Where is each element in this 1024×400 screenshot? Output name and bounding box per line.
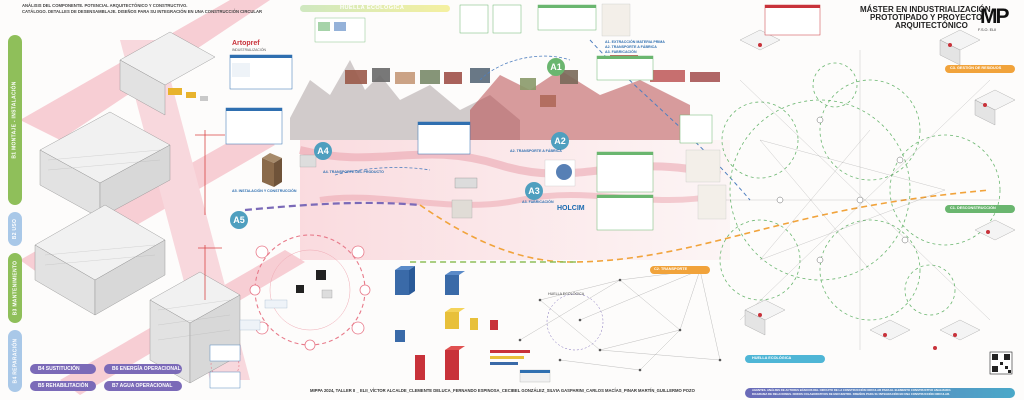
top-cards (314, 3, 631, 43)
sidebar-tab-b4[interactable]: B4 REPARACIÓN (8, 330, 22, 392)
building-grid (44, 149, 231, 341)
master-logo-sub: F.S.O. ELII (978, 28, 997, 32)
map-region (290, 60, 730, 260)
master-title-line-1: MÁSTER EN INDUSTRIALIZACIÓN (860, 5, 991, 14)
stage-a4[interactable]: A4 (314, 142, 332, 160)
label-huella-small: HUELLA ECOLÓGICA (548, 292, 585, 296)
master-title-line-3: ARQUITECTÓNICO (895, 21, 968, 30)
stage-a1[interactable]: A1 (547, 58, 565, 76)
stage-a3[interactable]: A3 (525, 182, 543, 200)
sidebar-tab-b2-label: B2 USO (12, 218, 19, 240)
sidebar-tab-b4-label: B4 REPARACIÓN (12, 338, 18, 384)
label-a4: A4. TRANSPORTE DEL PRODUCTO (323, 170, 384, 174)
label-a3: A3. FABRICACIÓN (522, 200, 554, 204)
label-c2: C2. TRANSPORTE (654, 267, 688, 271)
agent-circles (719, 62, 1001, 321)
sidebar-tab-b2[interactable]: B2 USO (8, 212, 22, 246)
bar-chart-3d (395, 266, 498, 380)
pill-b5[interactable]: B5 REHABILITACIÓN (30, 381, 96, 391)
pill-b7[interactable]: B7 AGUA OPERACIONAL (104, 381, 182, 391)
pill-b4[interactable]: B4 SUSTITUCIÓN (30, 364, 96, 374)
sidebar-tab-b1-label: B1 MONTAJE - INSTALACIÓN (12, 81, 19, 159)
label-a5: A5. INSTALACIÓN Y CONSTRUCCIÓN (232, 189, 297, 193)
footer-note: AGENTES. ANÁLISIS DE ACTORES BÁSICOS DEL… (752, 388, 952, 396)
agent-dots (758, 43, 990, 350)
label-c3: C3. GESTIÓN DE RESIDUOS (950, 66, 1002, 70)
stage-a2[interactable]: A2 (551, 132, 569, 150)
qr-placeholders (296, 270, 333, 299)
machines (168, 88, 208, 101)
pill-b6[interactable]: B6 ENERGÍA OPERACIONAL (104, 364, 182, 374)
sidebar-tab-b1[interactable]: B1 MONTAJE - INSTALACIÓN (8, 35, 22, 205)
agent-rooms (739, 29, 1016, 341)
master-logo: MP (980, 5, 1009, 28)
banner-huella-ecologica: HUELLA ECOLÓGICA (340, 5, 405, 11)
agent-nodes (776, 116, 909, 264)
brand-name: Artopref (232, 40, 260, 47)
label-huella: HUELLA ECOLÓGICA (752, 356, 792, 360)
qr-code-icon (989, 351, 1013, 375)
label-c1: C1. DESCONSTRUCCIÓN (950, 206, 996, 210)
holcim-logo: HOLCIM (557, 205, 585, 212)
label-a1: A1. EXTRACCIÓN MATERIA PRIMA A2. TRANSPO… (605, 40, 665, 54)
sidebar-tab-b3-label: B3 MANTENIMIENTO (12, 260, 18, 316)
info-cards (225, 54, 727, 231)
brand-sub: INDUSTRIALIZACIÓN (232, 48, 266, 52)
label-a2: A2. TRANSPORTE A FÁBRICA (510, 149, 562, 153)
network-nodes (518, 268, 722, 372)
sidebar-tab-b3[interactable]: B3 MANTENIMIENTO (8, 253, 22, 323)
footer-credits: MIPPA 2024, TALLER II _ ELII_VÍCTOR ALCA… (310, 388, 695, 393)
product-block (262, 153, 282, 187)
stage-a5[interactable]: A5 (230, 211, 248, 229)
network-graph (519, 269, 721, 371)
master-title-line-2: PROTOTIPADO Y PROYECTO (870, 13, 983, 22)
header-line-1: ANÁLISIS DEL COMPONENTE. POTENCIAL ARQUI… (22, 3, 188, 8)
cranes (195, 130, 225, 300)
header-line-2: CATÁLOGO. DETALLES DE DESENSAMBLAJE. DIS… (22, 9, 263, 14)
